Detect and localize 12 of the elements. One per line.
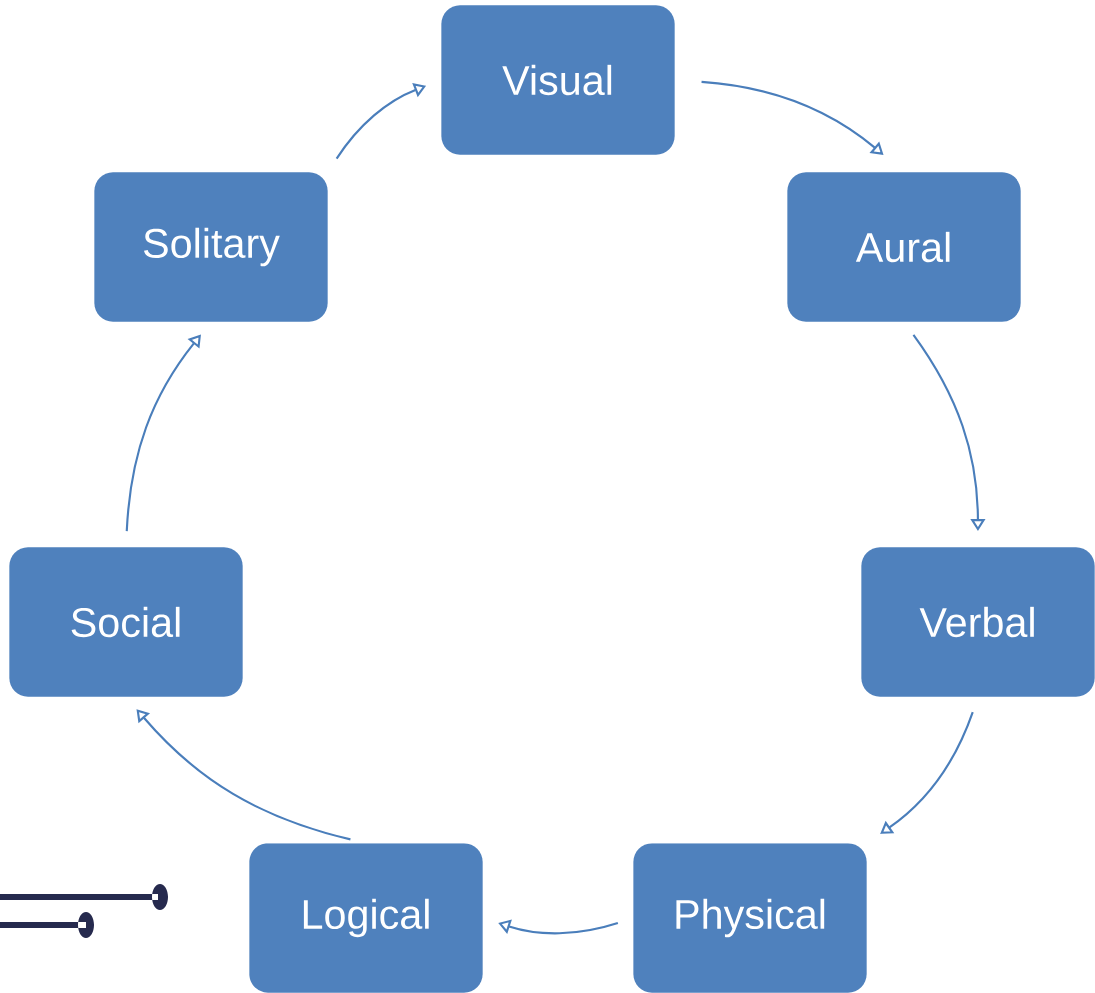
arrow — [912, 334, 986, 531]
arrow — [880, 711, 974, 834]
process-box: Logical — [249, 843, 483, 993]
process-box: Solitary — [94, 172, 328, 322]
process-box: Social — [9, 547, 243, 697]
arrow — [125, 334, 201, 532]
process-box: Verbal — [861, 547, 1095, 697]
process-box: Aural — [787, 172, 1021, 322]
arrow — [136, 709, 351, 841]
process-box: Visual — [441, 5, 675, 155]
arrow — [701, 80, 884, 155]
process-box: Physical — [633, 843, 867, 993]
